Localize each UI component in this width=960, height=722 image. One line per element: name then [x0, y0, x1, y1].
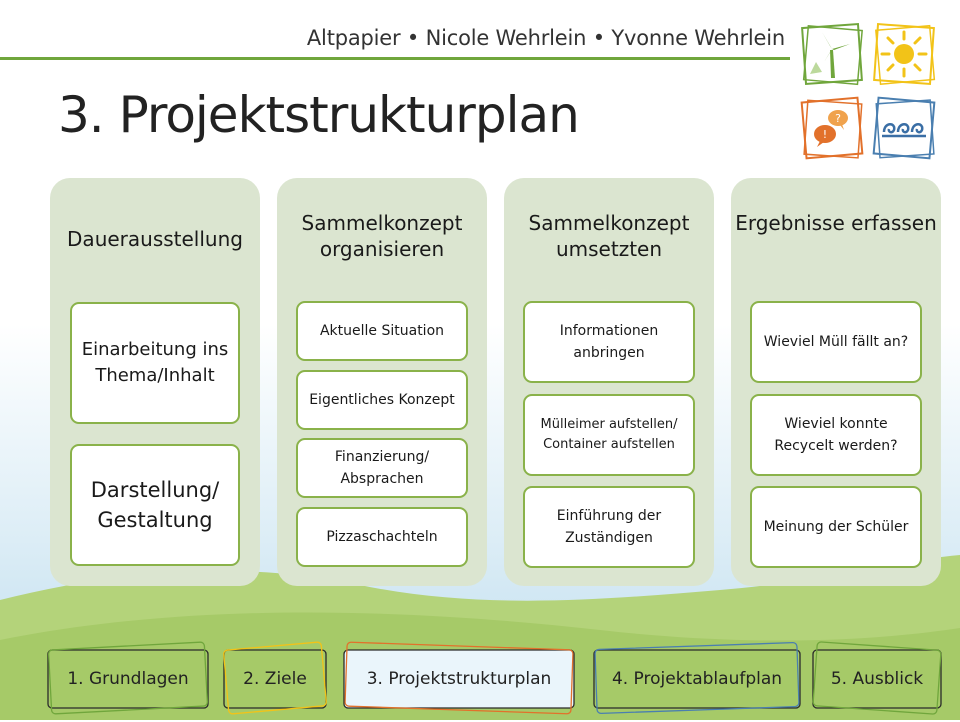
task-box: Mülleimer aufstellen/ Container aufstell… — [523, 394, 695, 476]
nav-tab-grundlagen[interactable]: 1. Grundlagen — [47, 641, 209, 715]
nav-tab-projektstrukturplan[interactable]: 3. Projektstrukturplan — [343, 641, 575, 715]
column-sammelkonzept-umsetzten: Sammelkonzept umsetzten Informationen an… — [504, 178, 714, 586]
nav-tab-ausblick[interactable]: 5. Ausblick — [812, 641, 942, 715]
waves-icon — [872, 96, 936, 160]
task-box: Wieviel Müll fällt an? — [750, 301, 922, 383]
nav-tab-projektablaufplan[interactable]: 4. Projektablaufplan — [593, 641, 801, 715]
nav-tab-ziele[interactable]: 2. Ziele — [223, 641, 327, 715]
task-box: Einarbeitung ins Thema/Inhalt — [70, 302, 240, 424]
nav-tab-label: 2. Ziele — [243, 669, 307, 689]
task-box: Wieviel konnte Recycelt werden? — [750, 394, 922, 476]
column-sammelkonzept-organisieren: Sammelkonzept organisieren Aktuelle Situ… — [277, 178, 487, 586]
column-ergebnisse-erfassen: Ergebnisse erfassen Wieviel Müll fällt a… — [731, 178, 941, 586]
column-heading: Ergebnisse erfassen — [735, 211, 937, 235]
author-line: Altpapier • Nicole Wehrlein • Yvonne Weh… — [306, 26, 785, 50]
nav-tab-label: 5. Ausblick — [830, 669, 924, 689]
column-dauerausstellung: Dauerausstellung Einarbeitung ins Thema/… — [50, 178, 260, 586]
wind-turbine-icon — [801, 23, 863, 86]
speech-bubbles-icon: ? ! — [800, 96, 864, 160]
column-heading: Dauerausstellung — [67, 227, 243, 251]
svg-text:!: ! — [823, 128, 827, 141]
sun-icon — [873, 23, 936, 85]
column-heading: Sammelkonzept organisieren — [301, 211, 463, 261]
nav-tab-label: 3. Projektstrukturplan — [366, 669, 552, 689]
task-box: Informationen anbringen — [523, 301, 695, 383]
task-box: Aktuelle Situation — [296, 301, 468, 361]
header-rule — [0, 57, 790, 60]
nav-tab-label: 1. Grundlagen — [67, 669, 189, 689]
task-box: Darstellung/ Gestaltung — [70, 444, 240, 566]
nav-tab-label: 4. Projektablaufplan — [611, 669, 783, 689]
svg-text:?: ? — [835, 112, 841, 125]
column-heading: Sammelkonzept umsetzten — [528, 211, 690, 261]
task-box: Eigentliches Konzept — [296, 370, 468, 430]
task-box: Finanzierung/ Absprachen — [296, 438, 468, 498]
task-box: Meinung der Schüler — [750, 486, 922, 568]
page-title: 3. Projektstrukturplan — [58, 86, 580, 144]
task-box: Pizzaschachteln — [296, 507, 468, 567]
task-box: Einführung der Zuständigen — [523, 486, 695, 568]
